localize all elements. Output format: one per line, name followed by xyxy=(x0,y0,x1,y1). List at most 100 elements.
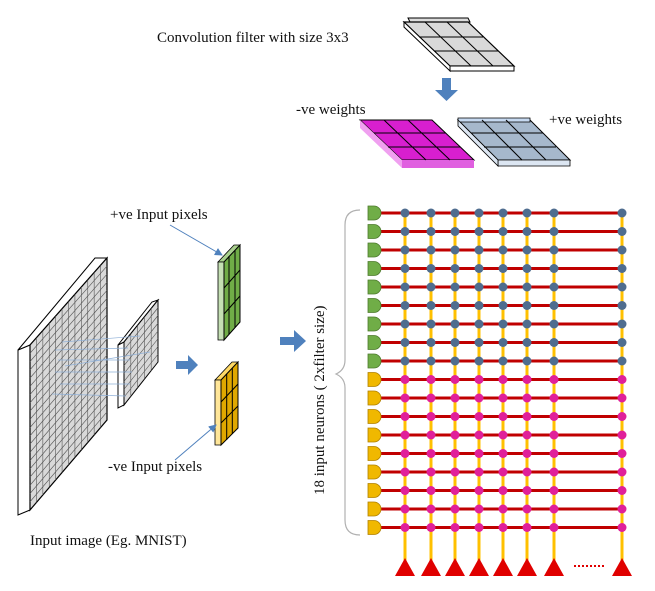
synapse-dot xyxy=(426,467,436,477)
synapse-dot xyxy=(522,393,532,403)
synapse-dot xyxy=(474,393,484,403)
negative-input-neuron xyxy=(367,427,382,443)
synapse-dot xyxy=(617,486,627,495)
synapse-dot xyxy=(450,375,460,384)
output-neuron-icon xyxy=(421,558,441,576)
synapse-dot xyxy=(549,301,559,310)
synapse-dot xyxy=(450,338,460,347)
synapse-dot xyxy=(522,486,532,495)
negative-weights-filter-icon xyxy=(358,119,476,168)
synapse-dot xyxy=(549,393,559,403)
synapse-dot xyxy=(522,356,532,366)
positive-input-pixels-icon xyxy=(217,243,241,342)
synapse-dot xyxy=(450,523,460,532)
output-neuron-icon xyxy=(544,558,564,576)
synapse-dot xyxy=(498,430,508,440)
synapse-dot xyxy=(474,430,484,440)
synapse-dot xyxy=(426,486,436,495)
synapse-dot xyxy=(474,449,484,458)
synapse-dot xyxy=(450,245,460,255)
synapse-dot xyxy=(450,208,460,218)
negative-input-neuron xyxy=(367,520,382,535)
synapse-dot xyxy=(498,449,508,458)
synapse-dot xyxy=(617,227,627,236)
negative-weights-label: -ve weights xyxy=(296,102,366,118)
synapse-dot xyxy=(522,282,532,292)
synapse-dot xyxy=(450,282,460,292)
synapse-dot xyxy=(549,523,559,532)
synapse-dot xyxy=(522,245,532,255)
synapse-dot xyxy=(549,486,559,495)
synapse-dot xyxy=(522,430,532,440)
synapse-dot xyxy=(549,356,559,366)
synapse-dot xyxy=(498,227,508,236)
synapse-dot xyxy=(400,356,410,366)
synapse-dot xyxy=(400,430,410,440)
synapse-dot xyxy=(617,356,627,366)
negative-input-neuron xyxy=(367,464,382,480)
synapse-dot xyxy=(400,264,410,273)
synapse-dot xyxy=(617,208,627,218)
negative-input-neuron xyxy=(367,409,382,424)
synapse-dot xyxy=(498,412,508,421)
synapse-dot xyxy=(522,412,532,421)
synapse-dot xyxy=(426,245,436,255)
input-image-label: Input image (Eg. MNIST) xyxy=(30,533,187,549)
synapse-dot xyxy=(522,523,532,532)
synapse-dot xyxy=(400,467,410,477)
synapse-dot xyxy=(426,504,436,514)
synapse-dot xyxy=(522,227,532,236)
synapse-dot xyxy=(400,282,410,292)
synapse-dot xyxy=(474,412,484,421)
negative-input-neuron xyxy=(367,501,382,517)
synapse-dot xyxy=(549,282,559,292)
synapse-dot xyxy=(450,486,460,495)
synapse-dot xyxy=(450,430,460,440)
synapse-dot xyxy=(617,449,627,458)
synapse-dot xyxy=(450,319,460,329)
synapse-dot xyxy=(400,393,410,403)
synapse-dot xyxy=(498,282,508,292)
synapse-dot xyxy=(522,375,532,384)
output-neuron-icon xyxy=(445,558,465,576)
synapse-dot xyxy=(498,245,508,255)
synapse-dot xyxy=(426,282,436,292)
synapse-dot xyxy=(474,486,484,495)
synapse-dot xyxy=(617,319,627,329)
synapse-dot xyxy=(522,504,532,514)
synapse-dot xyxy=(617,301,627,310)
positive-input-neuron xyxy=(367,242,382,258)
synapse-dot xyxy=(400,319,410,329)
synapse-dot xyxy=(549,208,559,218)
synapse-dot xyxy=(498,264,508,273)
synapse-dot xyxy=(400,504,410,514)
synapse-dot xyxy=(400,245,410,255)
synapse-dot xyxy=(450,227,460,236)
synapse-dot xyxy=(450,412,460,421)
synapse-dot xyxy=(426,430,436,440)
synapse-dot xyxy=(400,208,410,218)
synapse-dot xyxy=(474,504,484,514)
synapse-dot xyxy=(426,375,436,384)
synapse-dot xyxy=(498,486,508,495)
positive-input-neuron xyxy=(367,205,382,221)
synapse-dot xyxy=(426,356,436,366)
arrow-right-icon xyxy=(176,355,198,375)
synapse-dot xyxy=(549,412,559,421)
synapse-dot xyxy=(426,449,436,458)
synapse-dot xyxy=(522,208,532,218)
synapse-dot xyxy=(426,338,436,347)
synapse-dot xyxy=(522,319,532,329)
synapse-dot xyxy=(400,449,410,458)
negative-input-pixels-icon xyxy=(214,360,239,447)
synapse-dot xyxy=(474,319,484,329)
synapse-dot xyxy=(474,356,484,366)
negative-input-neuron xyxy=(367,446,382,461)
synapse-dot xyxy=(450,301,460,310)
synapse-dot xyxy=(617,264,627,273)
synapse-dot xyxy=(450,393,460,403)
synapse-dot xyxy=(426,301,436,310)
synapse-dot xyxy=(549,245,559,255)
split-arrow-icon xyxy=(435,78,458,101)
